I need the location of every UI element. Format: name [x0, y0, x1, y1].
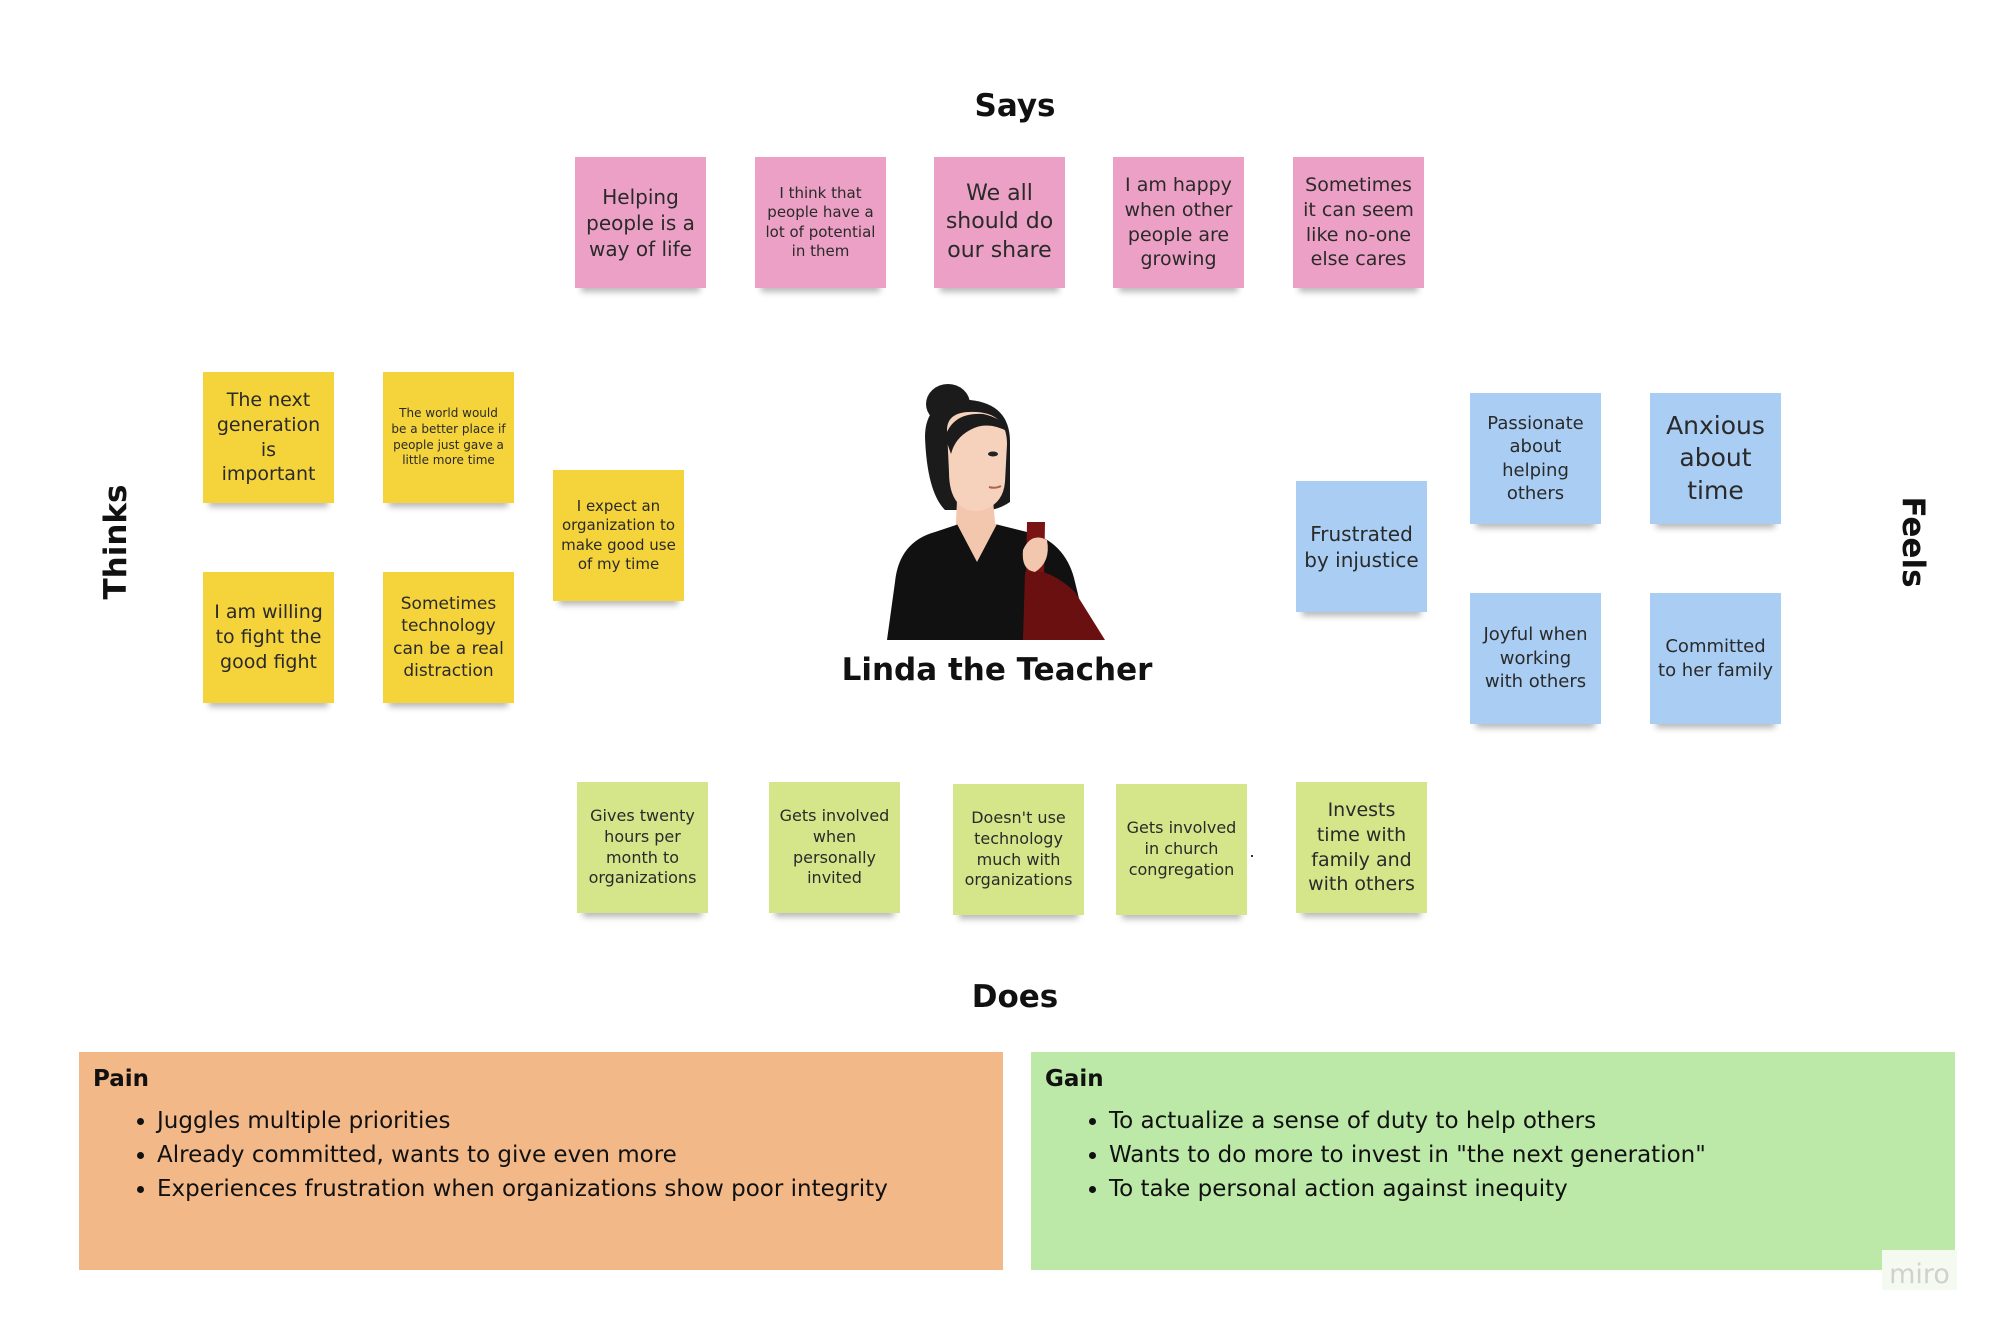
eye	[988, 451, 998, 457]
sticky-note-thinks[interactable]: I expect an organization to make good us…	[553, 470, 684, 601]
sticky-note-feels[interactable]: Joyful when working with others	[1470, 593, 1601, 724]
pain-list: Juggles multiple priorities Already comm…	[93, 1104, 989, 1206]
feels-heading: Feels	[1895, 496, 1931, 588]
sticky-note-feels[interactable]: Passionate about helping others	[1470, 393, 1601, 524]
sticky-note-text: The world would be a better place if peo…	[391, 406, 506, 468]
bag	[1023, 570, 1105, 640]
sticky-note-says[interactable]: Helping people is a way of life	[575, 157, 706, 288]
pain-item: Already committed, wants to give even mo…	[157, 1138, 989, 1172]
sticky-note-says[interactable]: I think that people have a lot of potent…	[755, 157, 886, 288]
sticky-note-text: Committed to her family	[1658, 636, 1773, 681]
pain-item: Juggles multiple priorities	[157, 1104, 989, 1138]
sticky-note-text: Anxious about time	[1666, 410, 1765, 505]
sticky-note-says[interactable]: I am happy when other people are growing	[1113, 157, 1244, 288]
neckline	[957, 524, 997, 562]
sticky-note-text: Gives twenty hours per month to organiza…	[588, 805, 697, 888]
sticky-note-text: Gets involved in church congregation	[1126, 818, 1237, 879]
thinks-heading: Thinks	[98, 484, 134, 600]
gain-title: Gain	[1045, 1066, 1104, 1092]
gain-item: To take personal action against inequity	[1109, 1172, 1941, 1206]
gain-item: Wants to do more to invest in "the next …	[1109, 1138, 1941, 1172]
mouth	[988, 485, 1002, 489]
sticky-note-text: Frustrated by injustice	[1304, 521, 1419, 572]
gain-list: To actualize a sense of duty to help oth…	[1045, 1104, 1941, 1206]
sticky-note-thinks[interactable]: The world would be a better place if peo…	[383, 372, 514, 503]
sticky-note-does[interactable]: Doesn't use technology much with organiz…	[953, 784, 1084, 915]
sticky-note-does[interactable]: Gets involved in church congregation	[1116, 784, 1247, 915]
sticky-note-does[interactable]: Gives twenty hours per month to organiza…	[577, 782, 708, 913]
sticky-note-text: Sometimes technology can be a real distr…	[393, 594, 504, 681]
gain-panel[interactable]: Gain To actualize a sense of duty to hel…	[1031, 1052, 1955, 1270]
sticky-note-text: We all should do our share	[945, 180, 1054, 263]
fringe	[945, 413, 1009, 454]
sticky-note-thinks[interactable]: The next generation is important	[203, 372, 334, 503]
sticky-note-text: Invests time with family and with others	[1308, 799, 1415, 896]
sticky-note-feels[interactable]: Committed to her family	[1650, 593, 1781, 724]
sticky-note-text: Gets involved when personally invited	[779, 805, 890, 888]
pain-item: Experiences frustration when organizatio…	[157, 1172, 989, 1206]
says-heading: Says	[974, 88, 1056, 124]
pain-panel[interactable]: Pain Juggles multiple priorities Already…	[79, 1052, 1003, 1270]
sticky-note-feels[interactable]: Frustrated by injustice	[1296, 481, 1427, 612]
sticky-note-text: Passionate about helping others	[1487, 412, 1584, 504]
sticky-note-text: Joyful when working with others	[1483, 624, 1588, 693]
does-heading: Does	[971, 979, 1059, 1015]
sticky-note-feels[interactable]: Anxious about time	[1650, 393, 1781, 524]
sticky-note-text: I expect an organization to make good us…	[561, 496, 676, 574]
sticky-note-text: Helping people is a way of life	[586, 184, 695, 261]
face	[947, 411, 1007, 511]
sticky-note-says[interactable]: Sometimes it can seem like no-one else c…	[1293, 157, 1424, 288]
sticky-note-text: I think that people have a lot of potent…	[765, 183, 876, 261]
stray-dot	[1251, 855, 1253, 857]
miro-watermark: miro	[1882, 1250, 1957, 1290]
pain-title: Pain	[93, 1066, 150, 1092]
sticky-note-does[interactable]: Invests time with family and with others	[1296, 782, 1427, 913]
sticky-note-thinks[interactable]: Sometimes technology can be a real distr…	[383, 572, 514, 703]
sticky-note-text: The next generation is important	[216, 389, 321, 486]
sticky-note-says[interactable]: We all should do our share	[934, 157, 1065, 288]
hand	[1022, 537, 1048, 572]
persona-name: Linda the Teacher	[841, 652, 1153, 688]
persona-illustration[interactable]	[875, 382, 1125, 640]
sticky-note-text: I am willing to fight the good fight	[214, 601, 323, 673]
sticky-note-text: Doesn't use technology much with organiz…	[964, 807, 1073, 890]
sticky-note-thinks[interactable]: I am willing to fight the good fight	[203, 572, 334, 703]
sticky-note-text: Sometimes it can seem like no-one else c…	[1303, 174, 1414, 271]
gain-item: To actualize a sense of duty to help oth…	[1109, 1104, 1941, 1138]
sticky-note-does[interactable]: Gets involved when personally invited	[769, 782, 900, 913]
sticky-note-text: I am happy when other people are growing	[1124, 174, 1233, 271]
